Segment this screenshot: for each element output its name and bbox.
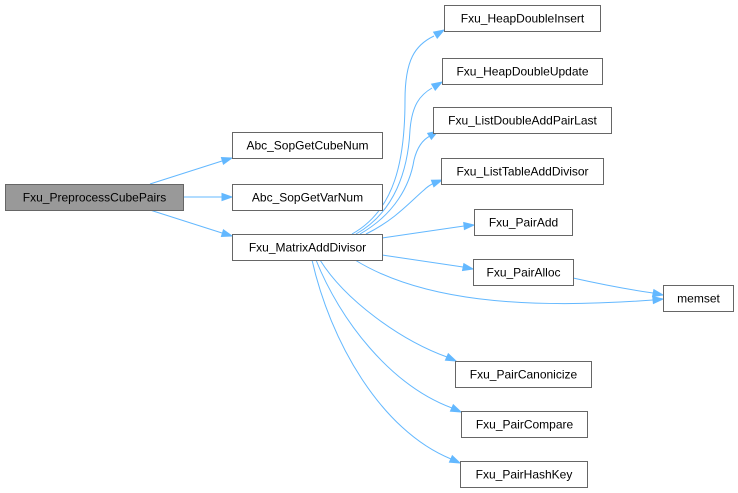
node-label: Fxu_HeapDoubleInsert: [461, 12, 585, 26]
edge-arrowhead: [432, 29, 446, 40]
node-matrix[interactable]: Fxu_MatrixAddDivisor: [232, 234, 383, 261]
edge-arrowhead: [430, 81, 444, 92]
edge-arrowhead: [220, 156, 234, 166]
edge-matrix-to-paircmp: [315, 259, 463, 413]
edge-line: [359, 135, 431, 235]
edge-line: [365, 182, 435, 235]
edge-line: [311, 259, 452, 460]
node-pairalloc[interactable]: Fxu_PairAlloc: [473, 259, 574, 286]
node-label: Fxu_PairHashKey: [476, 468, 573, 482]
nodes-layer: Fxu_PreprocessCubePairs Abc_SopGetCubeNum…: [5, 5, 734, 488]
edge-root-to-varnum: [183, 192, 234, 202]
node-pairadd[interactable]: Fxu_PairAdd: [474, 209, 573, 236]
edge-matrix-to-memset: [354, 259, 665, 305]
node-label: Fxu_ListDoubleAddPairLast: [448, 114, 597, 128]
node-label: Abc_SopGetCubeNum: [246, 139, 368, 153]
node-label: Fxu_PairAdd: [489, 216, 558, 230]
edge-matrix-to-listtab: [365, 179, 444, 235]
edge-matrix-to-pairhash: [311, 259, 462, 464]
node-label: Abc_SopGetVarNum: [252, 191, 363, 205]
node-box: [232, 234, 383, 261]
edge-line: [381, 225, 465, 239]
node-listdbl[interactable]: Fxu_ListDoubleAddPairLast: [433, 107, 612, 134]
node-label: Fxu_MatrixAddDivisor: [249, 241, 366, 255]
edge-arrowhead: [449, 403, 463, 413]
edge-arrowhead: [651, 288, 665, 298]
node-box: [461, 411, 588, 438]
edge-arrowhead: [461, 262, 475, 272]
node-box: [232, 132, 383, 159]
node-heapins[interactable]: Fxu_HeapDoubleInsert: [444, 5, 601, 32]
edge-root-to-matrix: [149, 209, 234, 238]
node-root[interactable]: Fxu_PreprocessCubePairs: [5, 184, 184, 211]
edge-root-to-cubenum: [149, 156, 234, 185]
node-paircmp[interactable]: Fxu_PairCompare: [461, 411, 588, 438]
edge-arrowhead: [220, 228, 234, 238]
edge-line: [319, 259, 448, 358]
node-label: Fxu_PreprocessCubePairs: [23, 191, 166, 205]
edge-matrix-to-pairadd: [381, 221, 476, 239]
node-box: [441, 158, 604, 185]
edge-line: [355, 87, 433, 235]
node-cubenum[interactable]: Abc_SopGetCubeNum: [232, 132, 383, 159]
node-box: [663, 285, 734, 312]
node-box: [442, 58, 603, 85]
node-box: [444, 5, 601, 32]
edge-arrowhead: [430, 179, 444, 188]
edge-line: [149, 209, 223, 234]
edge-line: [315, 259, 453, 409]
node-pairhash[interactable]: Fxu_PairHashKey: [460, 461, 588, 488]
edge-arrowhead: [463, 221, 476, 231]
node-label: Fxu_ListTableAddDivisor: [456, 165, 588, 179]
edge-pairalloc-to-memset: [572, 277, 665, 298]
node-heapupd[interactable]: Fxu_HeapDoubleUpdate: [442, 58, 603, 85]
node-label: memset: [677, 292, 720, 306]
node-box: [473, 259, 574, 286]
edge-matrix-to-heapupd: [355, 81, 444, 235]
edge-arrowhead: [448, 454, 462, 464]
node-box: [474, 209, 573, 236]
node-varnum[interactable]: Abc_SopGetVarNum: [232, 184, 383, 211]
edge-line: [149, 160, 223, 185]
edge-line: [381, 254, 464, 268]
node-box: [232, 184, 383, 211]
node-label: Fxu_PairCompare: [476, 418, 574, 432]
edge-arrowhead: [444, 352, 458, 362]
edge-matrix-to-paircanon: [319, 259, 458, 362]
node-memset[interactable]: memset: [663, 285, 734, 312]
edge-line: [354, 259, 654, 305]
node-box: [455, 361, 592, 388]
edge-matrix-to-pairalloc: [381, 254, 475, 272]
node-box: [433, 107, 612, 134]
edge-arrowhead: [652, 295, 665, 305]
node-label: Fxu_PairCanonicize: [470, 368, 578, 382]
node-label: Fxu_PairAlloc: [486, 266, 560, 280]
edges-layer: [149, 29, 665, 464]
edge-arrowhead: [221, 192, 234, 202]
node-box: [5, 184, 184, 211]
node-paircanon[interactable]: Fxu_PairCanonicize: [455, 361, 592, 388]
node-box: [460, 461, 588, 488]
node-listtab[interactable]: Fxu_ListTableAddDivisor: [441, 158, 604, 185]
edge-line: [572, 277, 654, 294]
node-label: Fxu_HeapDoubleUpdate: [456, 65, 588, 79]
